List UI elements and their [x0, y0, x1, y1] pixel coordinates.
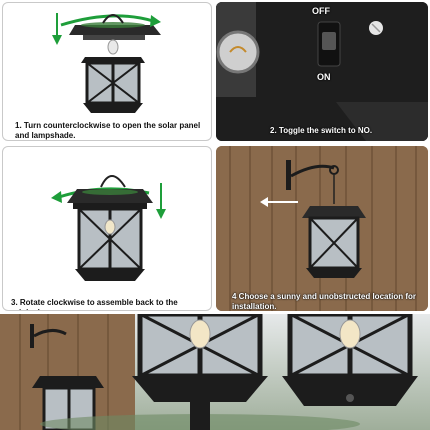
hanger-icon — [100, 175, 126, 188]
step-4-illustration — [216, 146, 428, 311]
wall-bracket — [286, 160, 291, 190]
lantern-base — [83, 103, 143, 113]
step-1-panel: 1. Turn counterclockwise to open the sol… — [2, 2, 212, 141]
step-4-caption: 4 Choose a sunny and unobstructed locati… — [232, 292, 417, 311]
step-2-caption: 2. Toggle the switch to NO. — [270, 126, 373, 135]
bulb-icon — [107, 39, 119, 55]
lifestyle-photo-strip — [0, 314, 430, 430]
solar-cell — [81, 22, 145, 28]
rotate-arrow-head-icon — [150, 15, 161, 27]
switch-on-label: ON — [317, 72, 331, 82]
step-3-panel: 3. Rotate clockwise to assemble back to … — [2, 146, 212, 311]
hanger-icon — [102, 14, 124, 24]
step-1-caption: 1. Turn counterclockwise to open the sol… — [15, 121, 201, 140]
lantern-base — [75, 269, 145, 281]
lifestyle-illustration — [0, 314, 430, 430]
solar-panel-lid — [69, 25, 161, 35]
rotate-arrow-head-icon — [51, 191, 62, 203]
bulb-icon — [216, 30, 260, 74]
step-3-caption: 3. Rotate clockwise to assemble back to … — [11, 298, 178, 310]
switch-off-label: OFF — [312, 6, 330, 16]
step-4-panel: 4 Choose a sunny and unobstructed locati… — [216, 146, 428, 311]
step-1-illustration — [52, 13, 161, 113]
switch-toggle — [322, 32, 336, 50]
step-2-illustration — [216, 2, 428, 141]
down-arrow-head-icon — [156, 209, 166, 219]
lid-base — [83, 35, 145, 40]
step-3-illustration — [51, 175, 166, 281]
bulb-icon — [104, 219, 116, 235]
down-arrow-head-icon — [52, 35, 62, 45]
step-2-panel: OFF ON 2. Toggle the switch to NO. — [216, 2, 428, 141]
